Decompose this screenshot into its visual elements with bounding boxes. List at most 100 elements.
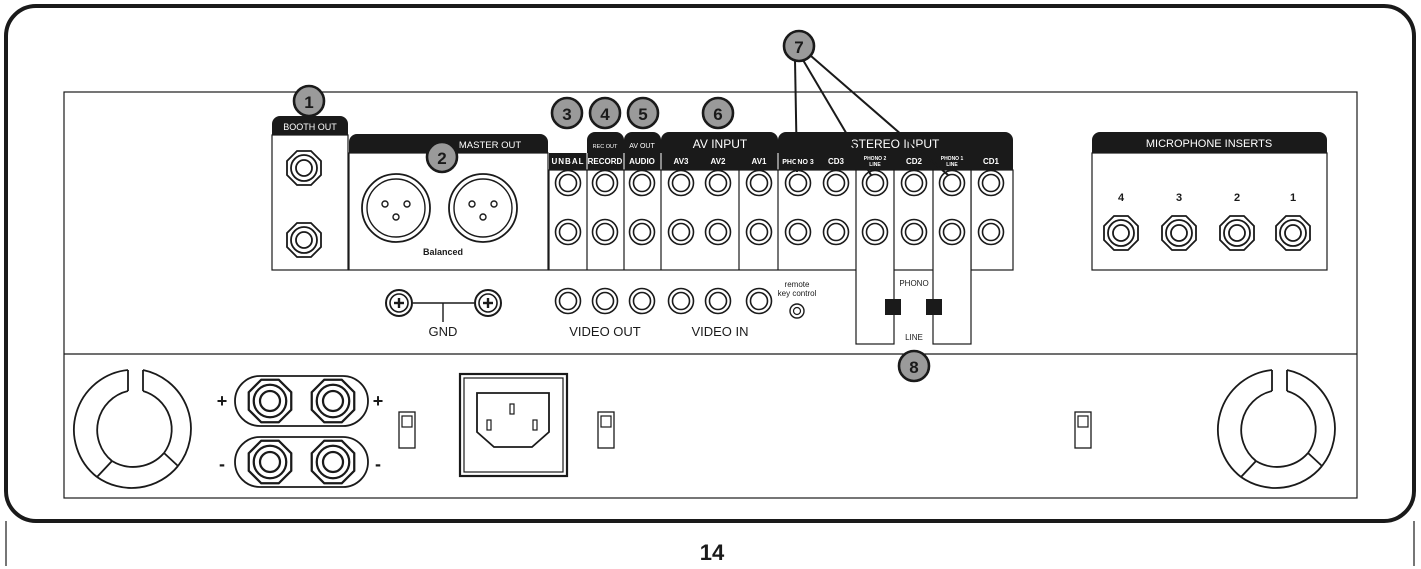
cd2-jack-top[interactable] — [900, 169, 928, 197]
col-record: RECORD — [588, 157, 623, 166]
callout-4: 4 — [588, 96, 622, 130]
booth-out-section: BOOTH OUT — [271, 116, 349, 271]
video-jacks: VIDEO OUT VIDEO IN — [554, 287, 773, 339]
av-out-label: AV OUT — [629, 143, 655, 150]
video-out-jack-1[interactable] — [554, 287, 582, 315]
amp-switch-3[interactable] — [1074, 411, 1092, 449]
phono2-jack-top[interactable] — [861, 169, 889, 197]
phono3-jack-top[interactable] — [784, 169, 812, 197]
record-jack-bottom[interactable] — [591, 218, 619, 246]
phono2-jack-bottom[interactable] — [861, 218, 889, 246]
col-cd2: CD2 — [906, 157, 923, 166]
callout-3: 3 — [550, 96, 584, 130]
speaker-terminal-left-minus[interactable] — [247, 439, 293, 485]
amp-switch-1[interactable] — [398, 411, 416, 449]
svg-text:7: 7 — [794, 38, 803, 57]
mic-insert-number-1: 1 — [1290, 192, 1296, 204]
av2-jack-top[interactable] — [704, 169, 732, 197]
callout-8: 8 — [897, 349, 931, 383]
speaker-plus-left: + — [217, 391, 228, 411]
video-in-jack-1[interactable] — [667, 287, 695, 315]
video-out-jack-2[interactable] — [591, 287, 619, 315]
mic-insert-jack-3[interactable] — [1161, 215, 1197, 251]
fan-left — [73, 369, 192, 489]
callout-5: 5 — [626, 96, 660, 130]
speaker-minus-right: - — [375, 454, 381, 474]
amp-switch-2[interactable] — [597, 411, 615, 449]
mic-insert-jack-2[interactable] — [1219, 215, 1255, 251]
cd3-jack-bottom[interactable] — [822, 218, 850, 246]
av2-jack-bottom[interactable] — [704, 218, 732, 246]
svg-text:8: 8 — [909, 358, 918, 377]
av3-jack-top[interactable] — [667, 169, 695, 197]
speaker-terminal-right-minus[interactable] — [310, 439, 356, 485]
col-phono1-line: LINE — [946, 162, 958, 168]
video-out-label: VIDEO OUT — [569, 324, 641, 339]
ground-terminals: GND — [384, 288, 503, 339]
video-out-jack-3[interactable] — [628, 287, 656, 315]
cd3-jack-top[interactable] — [822, 169, 850, 197]
cd2-jack-bottom[interactable] — [900, 218, 928, 246]
speaker-minus-left: - — [219, 454, 225, 474]
cd1-jack-top[interactable] — [977, 169, 1005, 197]
ground-post-right[interactable] — [473, 288, 503, 318]
xlr-output-right[interactable] — [448, 173, 518, 243]
video-in-jack-2[interactable] — [704, 287, 732, 315]
mic-inserts-label: MICROPHONE INSERTS — [1146, 138, 1272, 150]
col-phono2-line: LINE — [869, 162, 881, 168]
mic-insert-number-3: 3 — [1176, 192, 1182, 204]
col-audio: AUDIO — [629, 157, 655, 166]
av1-jack-bottom[interactable] — [745, 218, 773, 246]
rca-strip-headers: REC OUT AV OUT AV INPUT STEREO INPUT — [549, 132, 1013, 170]
xlr-output-left[interactable] — [361, 173, 431, 243]
col-av3: AV3 — [674, 157, 690, 166]
unbal-jack-bottom[interactable] — [554, 218, 582, 246]
col-unbal: UNBAL — [552, 157, 585, 166]
booth-out-jack-2[interactable] — [286, 222, 322, 258]
phono3-jack-bottom[interactable] — [784, 218, 812, 246]
remote-key-control: remote key control — [778, 280, 817, 319]
rca-column-labels: UNBAL RECORD AUDIO AV3 AV2 AV1 PHONO 3 C… — [552, 156, 1000, 168]
cd1-jack-bottom[interactable] — [977, 218, 1005, 246]
phono-switch-label: PHONO — [899, 279, 928, 288]
rec-out-label: REC OUT — [593, 144, 618, 150]
phono1-jack-bottom[interactable] — [938, 218, 966, 246]
phono-line-selectors: PHONO LINE — [885, 279, 942, 342]
speaker-terminal-right-plus[interactable] — [310, 378, 356, 424]
audio-jack-bottom[interactable] — [628, 218, 656, 246]
fan-right — [1217, 369, 1336, 489]
mic-inserts-section: MICROPHONE INSERTS 4 3 2 1 — [1091, 132, 1328, 271]
booth-out-jack-1[interactable] — [286, 150, 322, 186]
col-av2: AV2 — [711, 157, 727, 166]
svg-text:4: 4 — [600, 105, 610, 124]
col-av1: AV1 — [752, 157, 768, 166]
callout-1: 1 — [292, 84, 326, 118]
av1-jack-top[interactable] — [745, 169, 773, 197]
record-jack-top[interactable] — [591, 169, 619, 197]
ground-post-left[interactable] — [384, 288, 414, 318]
booth-out-label: BOOTH OUT — [283, 122, 337, 132]
phono1-jack-top[interactable] — [938, 169, 966, 197]
col-cd3: CD3 — [828, 157, 845, 166]
phono1-line-switch[interactable] — [926, 299, 942, 315]
callout-2: 2 — [425, 140, 459, 174]
svg-text:6: 6 — [713, 105, 722, 124]
power-inlet[interactable] — [458, 372, 569, 478]
mic-insert-jack-1[interactable] — [1275, 215, 1311, 251]
unbal-jack-top[interactable] — [554, 169, 582, 197]
col-cd1: CD1 — [983, 157, 1000, 166]
line-switch-label: LINE — [905, 333, 923, 342]
audio-jack-top[interactable] — [628, 169, 656, 197]
mic-insert-number-4: 4 — [1118, 192, 1125, 204]
phono2-line-switch[interactable] — [885, 299, 901, 315]
callout-leaders — [794, 55, 949, 176]
col-phono1: PHONO 1 — [941, 156, 964, 162]
gnd-label: GND — [429, 324, 458, 339]
mic-insert-number-2: 2 — [1234, 192, 1240, 204]
balanced-label: Balanced — [423, 247, 463, 257]
av3-jack-bottom[interactable] — [667, 218, 695, 246]
svg-text:1: 1 — [304, 93, 313, 112]
mic-insert-jack-4[interactable] — [1103, 215, 1139, 251]
video-in-jack-3[interactable] — [745, 287, 773, 315]
speaker-terminal-left-plus[interactable] — [247, 378, 293, 424]
